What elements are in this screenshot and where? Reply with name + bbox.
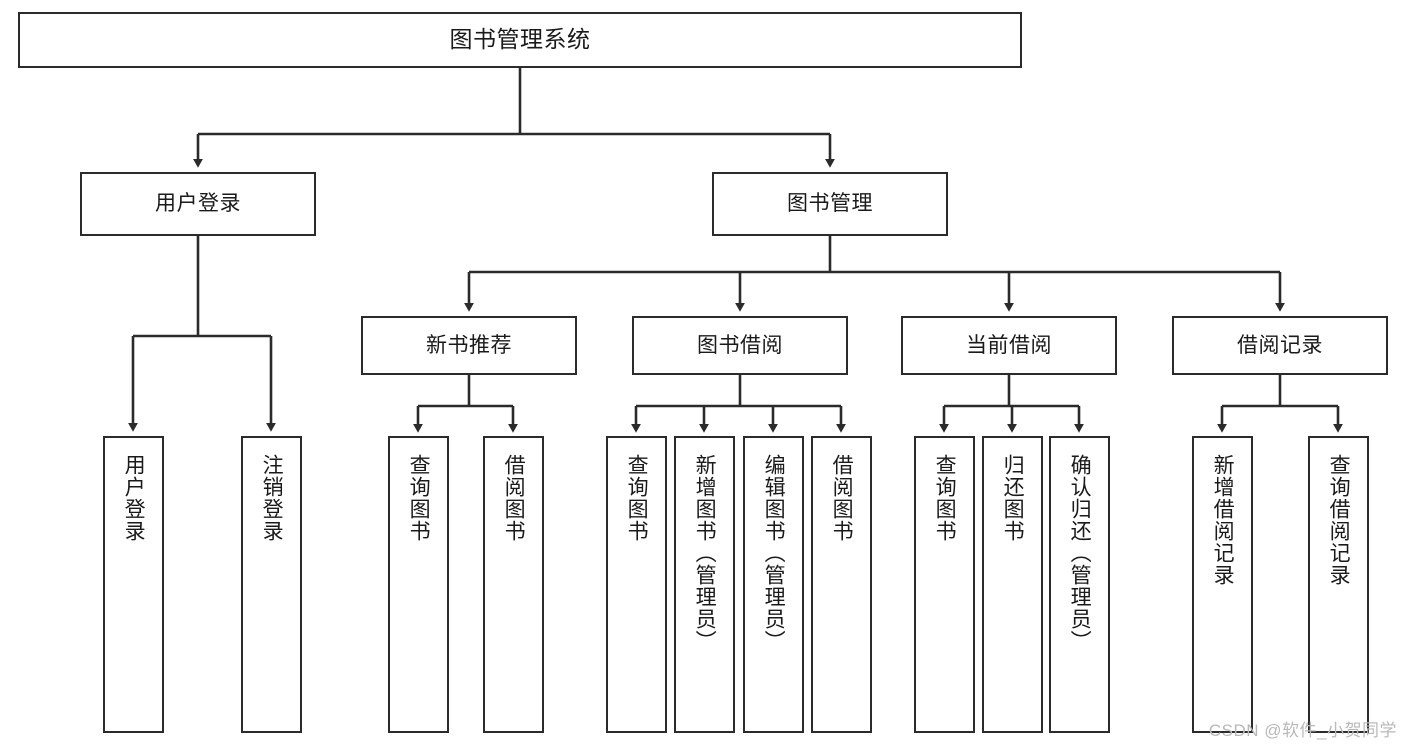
node-new-book-recommend-label: 新书推荐	[426, 333, 512, 357]
leaf-new-book-query[interactable]: 查询图书	[388, 436, 449, 733]
csdn-watermark: CSDN @软件_小贺同学	[1208, 721, 1397, 740]
leaf-new-book-query-label: 查询图书	[407, 454, 431, 542]
leaf-borrow-record-add[interactable]: 新增借阅记录	[1192, 436, 1253, 733]
node-borrow-record[interactable]: 借阅记录	[1172, 316, 1388, 375]
leaf-book-borrow-add[interactable]: 新增图书（管理员）	[674, 436, 735, 733]
leaf-current-borrow-return-label: 归还图书	[1001, 454, 1025, 542]
leaf-book-borrow-query[interactable]: 查询图书	[606, 436, 667, 733]
node-root-system-label: 图书管理系统	[449, 26, 591, 53]
node-root-system[interactable]: 图书管理系统	[18, 12, 1022, 68]
leaf-book-borrow-edit[interactable]: 编辑图书（管理员）	[743, 436, 804, 733]
leaf-user-login-logout[interactable]: 注销登录	[241, 436, 302, 733]
leaf-user-login-logout-label: 注销登录	[260, 454, 284, 542]
leaf-current-borrow-return[interactable]: 归还图书	[982, 436, 1043, 733]
node-book-management-label: 图书管理	[787, 192, 873, 216]
leaf-new-book-borrow-label: 借阅图书	[502, 454, 526, 542]
leaf-current-borrow-query-label: 查询图书	[933, 454, 957, 542]
leaf-user-login-signin[interactable]: 用户登录	[103, 436, 164, 733]
leaf-borrow-record-query[interactable]: 查询借阅记录	[1308, 436, 1369, 733]
node-user-login-label: 用户登录	[155, 192, 241, 216]
leaf-current-borrow-confirm[interactable]: 确认归还（管理员）	[1049, 436, 1110, 733]
leaf-book-borrow-borrow-label: 借阅图书	[830, 454, 854, 542]
leaf-book-borrow-edit-label: 编辑图书（管理员）	[762, 454, 786, 652]
node-book-borrow-label: 图书借阅	[697, 333, 783, 357]
leaf-book-borrow-query-label: 查询图书	[625, 454, 649, 542]
leaf-user-login-signin-label: 用户登录	[122, 454, 146, 542]
leaf-borrow-record-query-label: 查询借阅记录	[1327, 454, 1351, 586]
leaf-book-borrow-add-label: 新增图书（管理员）	[693, 454, 717, 652]
node-book-borrow[interactable]: 图书借阅	[632, 316, 848, 375]
node-user-login[interactable]: 用户登录	[80, 172, 316, 236]
leaf-borrow-record-add-label: 新增借阅记录	[1211, 454, 1235, 586]
leaf-current-borrow-query[interactable]: 查询图书	[914, 436, 975, 733]
node-current-borrow[interactable]: 当前借阅	[901, 316, 1117, 375]
node-borrow-record-label: 借阅记录	[1237, 333, 1323, 357]
leaf-new-book-borrow[interactable]: 借阅图书	[483, 436, 544, 733]
node-book-management[interactable]: 图书管理	[712, 172, 948, 236]
node-new-book-recommend[interactable]: 新书推荐	[361, 316, 577, 375]
leaf-current-borrow-confirm-label: 确认归还（管理员）	[1068, 454, 1092, 652]
node-current-borrow-label: 当前借阅	[966, 333, 1052, 357]
leaf-book-borrow-borrow[interactable]: 借阅图书	[811, 436, 872, 733]
